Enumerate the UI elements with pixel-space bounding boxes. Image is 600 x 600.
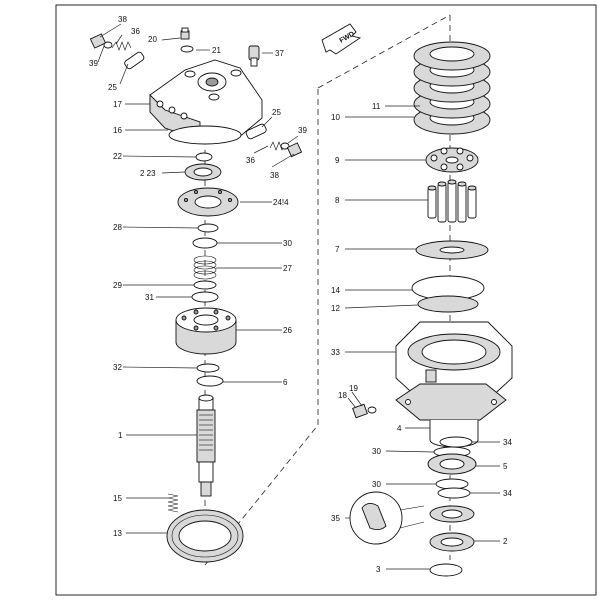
- plunger-left: [124, 51, 145, 70]
- o-ring-28: [197, 223, 219, 233]
- spring-27: [193, 255, 217, 280]
- callout-25-right: 25: [272, 108, 281, 117]
- callout-32: 32: [113, 363, 122, 372]
- callout-26: 26: [283, 326, 292, 335]
- brake-piston-26: [175, 307, 237, 355]
- callout-36-right: 36: [246, 156, 255, 165]
- fitting-37: [248, 45, 260, 67]
- snap-ring-22: [195, 152, 213, 162]
- o-ring-30-right-lower: [435, 478, 469, 490]
- callout-10: 10: [331, 113, 340, 122]
- snap-ring-6: [196, 375, 224, 387]
- callout-2-23: 2 23: [140, 169, 156, 178]
- callout-1: 1: [118, 431, 123, 440]
- diagram-border: [55, 4, 597, 596]
- callout-22: 22: [113, 152, 122, 161]
- callout-30-right-upper: 30: [372, 447, 381, 456]
- o-ring-34-lower: [437, 487, 471, 499]
- callout-labels: 38 36 39 25 20 21 37 17 16 25 39 36 38 2…: [89, 15, 512, 574]
- o-ring-30: [192, 237, 218, 249]
- callout-30-right-lower: 30: [372, 480, 381, 489]
- callout-38-top: 38: [118, 15, 127, 24]
- callout-36-top: 36: [131, 27, 140, 36]
- callout-37: 37: [275, 49, 284, 58]
- relief-spring-left: [111, 41, 132, 51]
- callout-15: 15: [113, 494, 122, 503]
- callout-6: 6: [283, 378, 288, 387]
- o-ring-29: [193, 280, 217, 290]
- valve-casing-base-16: [168, 125, 242, 145]
- callout-31: 31: [145, 293, 154, 302]
- seal-35-detail-circle: [349, 491, 425, 545]
- bearing-5: [427, 453, 477, 475]
- snap-ring-3: [429, 563, 463, 577]
- o-ring-31: [191, 291, 219, 303]
- callout-39-top: 39: [89, 59, 98, 68]
- callout-2: 2: [503, 537, 508, 546]
- plug-18: [352, 403, 368, 419]
- o-ring-19: [367, 406, 377, 414]
- callout-7: 7: [335, 245, 340, 254]
- callout-12: 12: [331, 304, 340, 313]
- cover-plate-24: [177, 187, 239, 217]
- callout-35: 35: [331, 514, 340, 523]
- callout-34-lower: 34: [503, 489, 512, 498]
- callout-4: 4: [397, 424, 402, 433]
- callout-8: 8: [335, 196, 340, 205]
- bolt-20: [180, 27, 190, 40]
- callout-5: 5: [503, 462, 508, 471]
- callout-16: 16: [113, 126, 122, 135]
- callout-25-top: 25: [108, 83, 117, 92]
- drive-shaft-1: [196, 394, 216, 497]
- friction-plate-stack: [413, 41, 491, 135]
- leader-lines: [97, 23, 500, 570]
- callout-28: 28: [113, 223, 122, 232]
- callout-33: 33: [331, 348, 340, 357]
- callout-38-right: 38: [270, 171, 279, 180]
- callout-18: 18: [338, 391, 347, 400]
- callout-34-upper: 34: [503, 438, 512, 447]
- o-ring-21: [180, 45, 194, 53]
- spring-15: [167, 493, 179, 513]
- callout-3: 3: [376, 565, 381, 574]
- seal-35: [429, 505, 475, 523]
- callout-9: 9: [335, 156, 340, 165]
- roller-bearing-13: [166, 509, 244, 563]
- callout-29: 29: [113, 281, 122, 290]
- callout-11: 11: [372, 102, 381, 111]
- relief-plug-left: [89, 33, 113, 49]
- retainer-plate-9: [425, 147, 479, 173]
- thrust-plate-7: [415, 240, 489, 260]
- callout-27: 27: [283, 264, 292, 273]
- o-ring-34-upper: [439, 436, 473, 448]
- callout-17: 17: [113, 100, 122, 109]
- callout-24: 24!4: [273, 198, 289, 207]
- callout-13: 13: [113, 529, 122, 538]
- callout-20: 20: [148, 35, 157, 44]
- callout-14: 14: [331, 286, 340, 295]
- callout-19: 19: [349, 384, 358, 393]
- oil-seal-2: [429, 532, 475, 552]
- plug-38-right: [286, 142, 303, 158]
- bearing-23: [184, 163, 222, 181]
- piston-assembly-8: [427, 179, 477, 223]
- plate-12: [417, 295, 479, 313]
- plunger-right: [245, 123, 267, 140]
- callout-39-right: 39: [298, 126, 307, 135]
- callout-30-left: 30: [283, 239, 292, 248]
- seal-32: [196, 363, 220, 373]
- motor-housing-33: [395, 321, 513, 401]
- fwd-arrow-icon: FWD: [321, 23, 362, 55]
- callout-21: 21: [212, 46, 221, 55]
